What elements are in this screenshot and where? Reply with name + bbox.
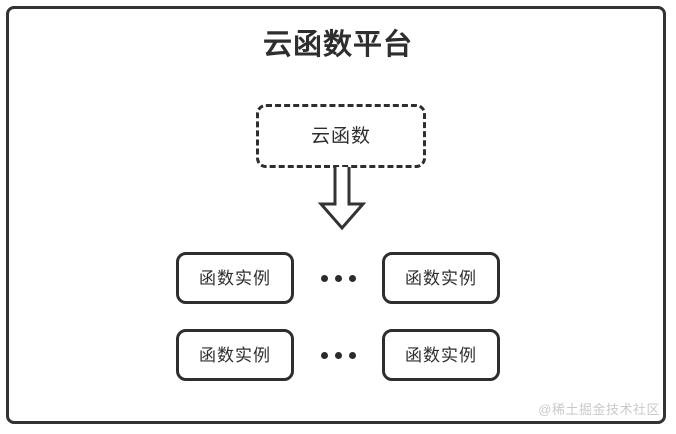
function-instance-box: 函数实例 — [176, 252, 294, 304]
instance-row-1: 函数实例 函数实例 — [0, 252, 676, 304]
down-arrow-icon — [314, 166, 370, 232]
ellipsis-dot — [348, 274, 356, 282]
ellipsis-dot — [334, 351, 342, 359]
cloud-function-label: 云函数 — [310, 125, 371, 147]
function-instance-label: 函数实例 — [405, 345, 477, 365]
cloud-function-box: 云函数 — [256, 104, 426, 168]
ellipsis-icon — [294, 252, 382, 304]
function-instance-label: 函数实例 — [405, 268, 477, 288]
page-title: 云函数平台 — [262, 29, 413, 61]
instance-row-2: 函数实例 函数实例 — [0, 329, 676, 381]
ellipsis-dot — [320, 351, 328, 359]
function-instance-label: 函数实例 — [199, 268, 271, 288]
function-instance-box: 函数实例 — [382, 329, 500, 381]
function-instance-label: 函数实例 — [199, 345, 271, 365]
watermark: @稀土掘金技术社区 — [538, 402, 660, 417]
ellipsis-dot — [334, 274, 342, 282]
ellipsis-icon — [294, 329, 382, 381]
function-instance-box: 函数实例 — [382, 252, 500, 304]
function-instance-box: 函数实例 — [176, 329, 294, 381]
ellipsis-dot — [320, 274, 328, 282]
ellipsis-dot — [348, 351, 356, 359]
